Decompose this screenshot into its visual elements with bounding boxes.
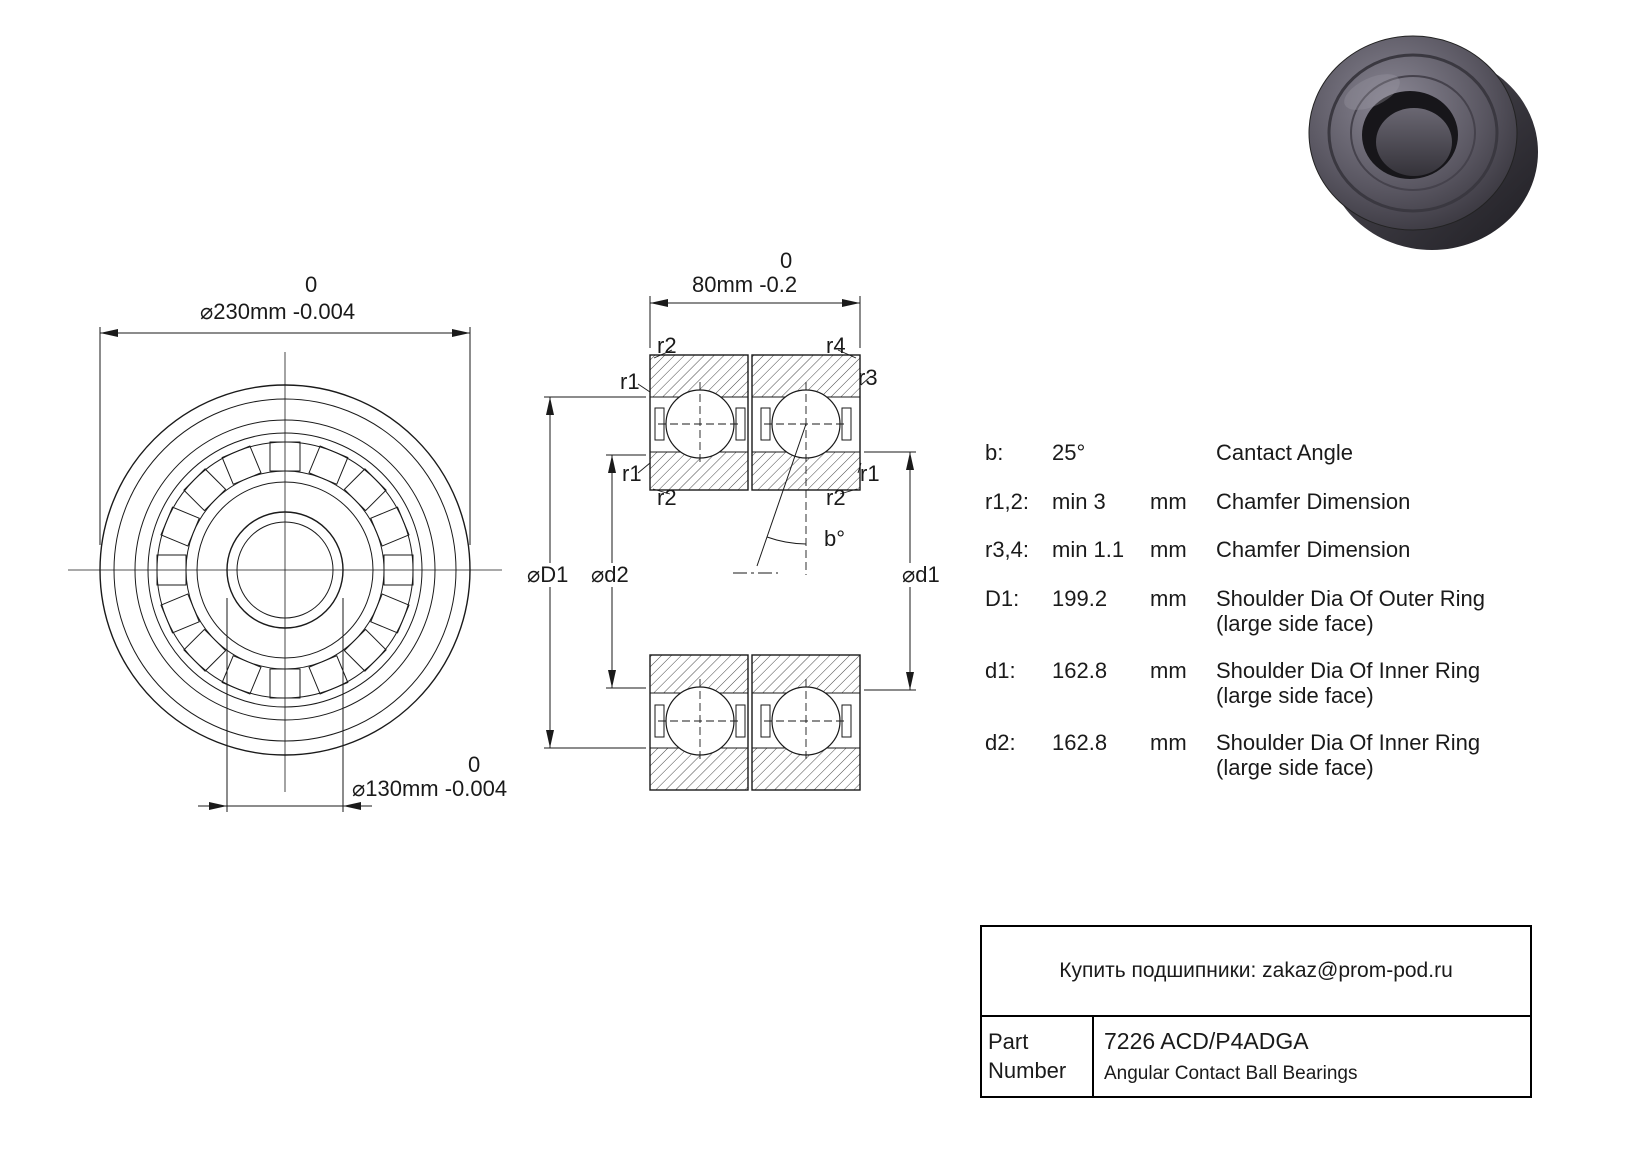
spec-unit: mm: [1150, 730, 1187, 755]
spec-value: min 1.1: [1052, 537, 1125, 562]
part-number-label-cell: Part Number: [982, 1017, 1094, 1096]
spec-desc: Shoulder Dia Of Inner Ring(large side fa…: [1216, 658, 1481, 708]
spec-desc: Cantact Angle: [1216, 440, 1353, 465]
spec-unit: mm: [1150, 537, 1187, 562]
spec-value: 199.2: [1052, 586, 1108, 611]
spec-key: d1:: [985, 658, 1016, 683]
spec-key: r1,2:: [985, 489, 1030, 514]
spec-key: r3,4:: [985, 537, 1030, 562]
spec-value: 162.8: [1052, 730, 1108, 755]
contact-email-text: Купить подшипники: zakaz@prom-pod.ru: [1059, 959, 1453, 982]
outer-dia-label: ⌀230mm -0.004: [200, 299, 356, 324]
chamfer-label-r2-top-left: r2: [657, 333, 677, 358]
dimension-d1: [864, 451, 916, 691]
spec-desc: Chamfer Dimension: [1216, 537, 1411, 562]
spec-unit: mm: [1150, 489, 1187, 514]
section-view-drawing: [544, 296, 916, 791]
spec-desc: Shoulder Dia Of Inner Ring(large side fa…: [1216, 730, 1481, 780]
chamfer-label-r2-bottom-right: r2: [826, 485, 846, 510]
dia-d2-label: ⌀d2: [589, 562, 631, 588]
contact-info-cell: Купить подшипники: zakaz@prom-pod.ru: [982, 927, 1530, 1017]
cage-pockets: [156, 441, 414, 699]
bore-dia-label: ⌀130mm -0.004: [352, 776, 508, 801]
part-number-value: 7226 ACD/P4ADGA: [1104, 1028, 1309, 1054]
chamfer-label-r2-bottom-left: r2: [657, 485, 677, 510]
spec-key: D1:: [985, 586, 1020, 611]
outer-diameter-dimension: [99, 327, 471, 545]
part-category: Angular Contact Ball Bearings: [1104, 1063, 1358, 1084]
chamfer-label-r3-right-upper: r3: [858, 365, 878, 390]
part-number-label: Part Number: [988, 1028, 1067, 1083]
dia-D1-label: ⌀D1: [525, 562, 571, 588]
outer-dia-upper-tol: 0: [305, 272, 318, 297]
width-upper-tol: 0: [780, 248, 793, 273]
bore-diameter-dimension: [198, 598, 372, 812]
chamfer-label-r1-left-upper: r1: [620, 369, 640, 394]
spec-unit: mm: [1150, 658, 1187, 683]
chamfer-label-r1-left-lower: r1: [622, 461, 642, 486]
front-view-drawing: [68, 327, 502, 812]
spec-desc: Chamfer Dimension: [1216, 489, 1411, 514]
dia-d1-label: ⌀d1: [900, 562, 942, 588]
spec-value: 162.8: [1052, 658, 1108, 683]
order-info-table: Купить подшипники: zakaz@prom-pod.ru Par…: [980, 925, 1532, 1098]
spec-desc: Shoulder Dia Of Outer Ring(large side fa…: [1216, 586, 1486, 636]
chamfer-leaders: [637, 349, 871, 495]
spec-value: 25°: [1052, 440, 1086, 465]
part-number-value-cell: 7226 ACD/P4ADGA Angular Contact Ball Bea…: [1094, 1017, 1530, 1096]
spec-unit: mm: [1150, 586, 1187, 611]
part-number-row: Part Number 7226 ACD/P4ADGA Angular Cont…: [982, 1017, 1530, 1096]
chamfer-label-r4-top-right: r4: [826, 333, 846, 358]
contact-angle-annotation: [756, 423, 807, 567]
spec-value: min 3: [1052, 489, 1106, 514]
spec-key: d2:: [985, 730, 1016, 755]
contact-angle-label: b°: [824, 526, 846, 551]
spec-key: b:: [985, 440, 1004, 465]
bearing-3d-render: [1308, 35, 1538, 250]
chamfer-label-r1-right-lower: r1: [860, 461, 880, 486]
ball-center-lines: [658, 382, 848, 763]
width-label: 80mm -0.2: [692, 272, 798, 297]
width-dimension: [649, 296, 861, 348]
bore-dia-upper-tol: 0: [468, 752, 481, 777]
